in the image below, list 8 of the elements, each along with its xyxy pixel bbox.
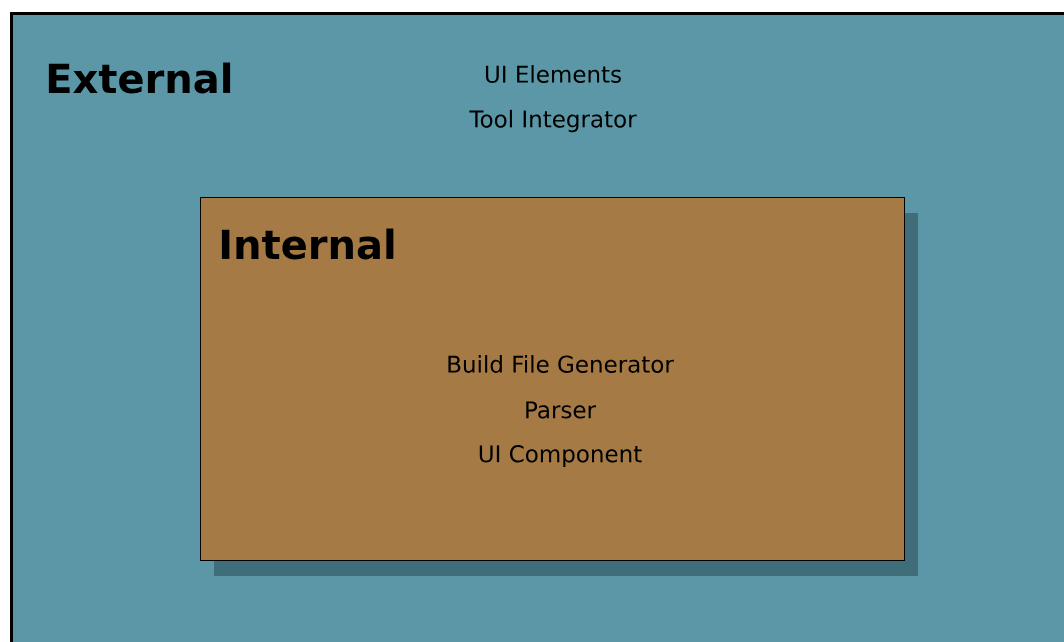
- box-heading: External: [48, 62, 231, 94]
- box-heading: Internal: [221, 228, 394, 260]
- item-text: UI Elements: [485, 65, 621, 83]
- inner-box: [200, 197, 918, 576]
- item-text: Tool Integrator: [469, 109, 637, 133]
- item-text: Build File Generator: [448, 355, 674, 373]
- item-text: Parser: [526, 401, 596, 419]
- item-text: UI Component: [479, 445, 642, 467]
